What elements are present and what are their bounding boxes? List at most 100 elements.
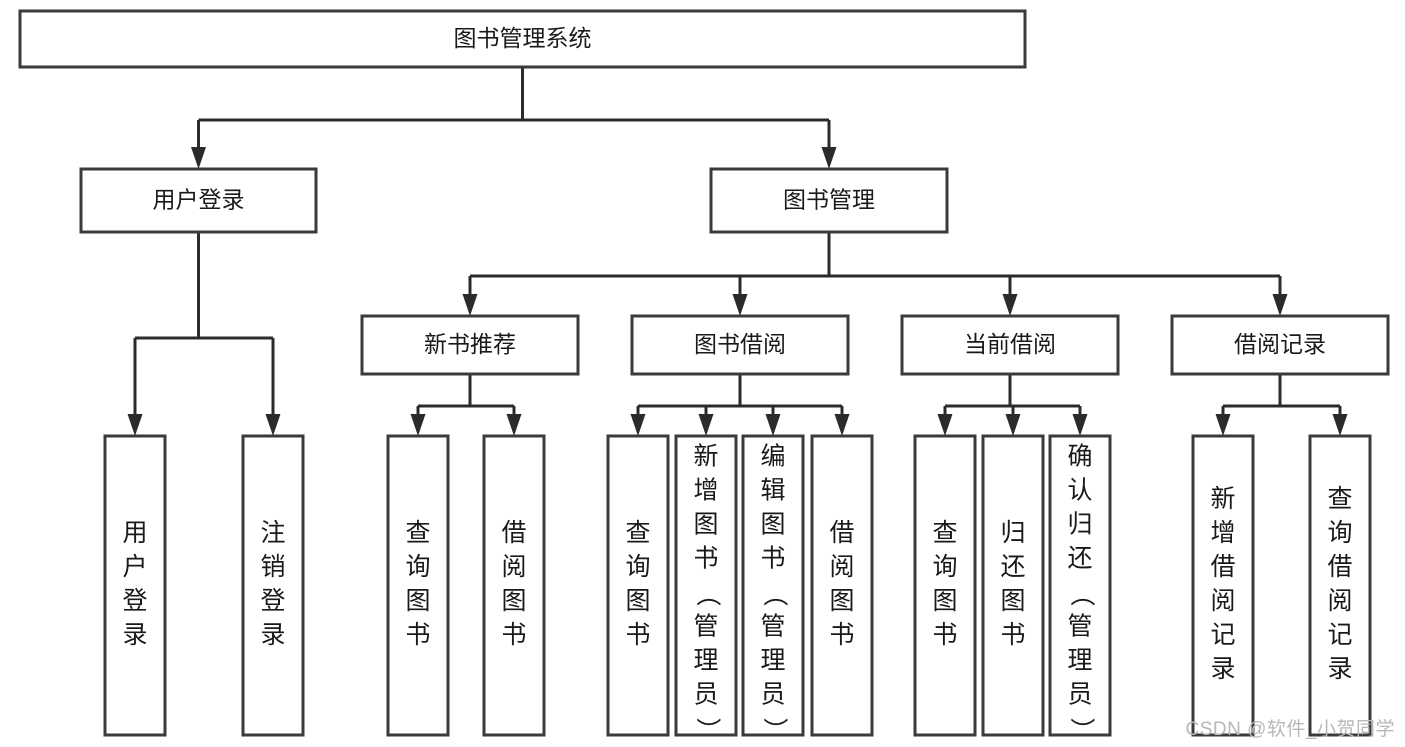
node-l3-0[interactable]: 新书推荐 [360, 314, 580, 376]
node-label-char: 理 [760, 647, 785, 675]
node-label-char: 阅 [1327, 587, 1352, 615]
node-label-char: 书 [625, 621, 650, 649]
node-label-char: 录 [1210, 655, 1235, 683]
node-label-char: 图 [405, 587, 430, 615]
node-l3-3[interactable]: 借阅记录 [1170, 314, 1390, 376]
node-label-char: 录 [122, 621, 147, 649]
node-box[interactable] [1191, 434, 1255, 737]
node-label: 借阅记录 [1234, 331, 1326, 357]
node-box[interactable] [386, 434, 450, 737]
node-box[interactable] [606, 434, 670, 737]
node-label-char: 确 [1067, 443, 1092, 471]
node-label-char: 查 [405, 519, 430, 547]
connector-arrow-icon [127, 414, 143, 436]
node-label-char: 图 [760, 511, 785, 539]
node-box[interactable] [630, 314, 850, 376]
node-label-char: 查 [625, 519, 650, 547]
node-label-char: 新 [1210, 485, 1235, 513]
node-box[interactable] [709, 167, 949, 234]
node-label-char: 书 [405, 621, 430, 649]
node-label-char: 编 [760, 443, 785, 471]
node-label-char: 询 [405, 553, 430, 581]
connector-arrow-icon [698, 414, 714, 436]
node-lf-0[interactable]: 用户登录 [103, 434, 167, 737]
node-box[interactable] [79, 167, 318, 234]
node-label-char: 记 [1327, 621, 1352, 649]
node-label-char: （ [693, 581, 721, 606]
node-box[interactable] [981, 434, 1045, 737]
node-label-char: 理 [1067, 647, 1092, 675]
node-label: 当前借阅 [964, 331, 1056, 357]
node-label: 图书借阅 [694, 331, 786, 357]
node-label-char: 询 [1327, 519, 1352, 547]
connector-arrow-icon [834, 414, 850, 436]
node-box[interactable] [913, 434, 977, 737]
node-label-char: 管 [760, 613, 785, 641]
node-box[interactable] [674, 434, 738, 737]
node-label-char: 书 [760, 545, 785, 573]
node-label-char: 借 [501, 519, 526, 547]
connector-arrow-icon [191, 147, 206, 169]
node-label-char: 销 [260, 553, 285, 581]
node-l3-2[interactable]: 当前借阅 [900, 314, 1120, 376]
connector-arrow-icon [1215, 414, 1231, 436]
node-box[interactable] [360, 314, 580, 376]
node-box[interactable] [810, 434, 874, 737]
node-label-char: ） [1067, 717, 1095, 742]
node-label-char: 员 [1067, 681, 1092, 709]
node-box[interactable] [1308, 434, 1372, 737]
node-box[interactable] [1048, 434, 1112, 737]
node-label-char: 书 [1000, 621, 1025, 649]
node-label-char: 图 [932, 587, 957, 615]
node-label-char: 图 [1000, 587, 1025, 615]
node-label-char: 图 [625, 587, 650, 615]
node-box[interactable] [482, 434, 546, 737]
node-label: 图书管理系统 [454, 25, 592, 51]
node-box[interactable] [241, 434, 305, 737]
connector-arrow-icon [1272, 294, 1288, 316]
node-box[interactable] [741, 434, 805, 737]
node-label-char: 辑 [760, 477, 785, 505]
connector-arrow-icon [462, 294, 478, 316]
node-root[interactable]: 图书管理系统 [18, 9, 1027, 69]
node-label-char: 管 [1067, 613, 1092, 641]
node-label-char: 归 [1000, 519, 1025, 547]
node-label-char: 理 [693, 647, 718, 675]
node-label-char: 录 [260, 621, 285, 649]
connector-arrow-icon [732, 294, 748, 316]
node-box[interactable] [18, 9, 1027, 69]
connector-arrow-icon [1332, 414, 1348, 436]
node-l3-1[interactable]: 图书借阅 [630, 314, 850, 376]
node-box[interactable] [1170, 314, 1390, 376]
connector-arrow-icon [821, 147, 837, 169]
node-box[interactable] [900, 314, 1120, 376]
node-label-char: 书 [932, 621, 957, 649]
node-box[interactable] [103, 434, 167, 737]
node-label-char: （ [760, 581, 788, 606]
node-label-char: 还 [1000, 553, 1025, 581]
connector-arrow-icon [1002, 294, 1018, 316]
node-l2-1[interactable]: 图书管理 [709, 167, 949, 234]
connector-arrow-icon [410, 414, 426, 436]
node-label-char: 增 [1210, 519, 1235, 547]
node-l2-0[interactable]: 用户登录 [79, 167, 318, 234]
node-label-char: 查 [932, 519, 957, 547]
connector-arrow-icon [765, 414, 781, 436]
node-label-char: 录 [1327, 655, 1352, 683]
node-label-char: 户 [122, 553, 147, 581]
node-label: 图书管理 [783, 187, 875, 213]
node-label-char: ） [693, 717, 721, 742]
